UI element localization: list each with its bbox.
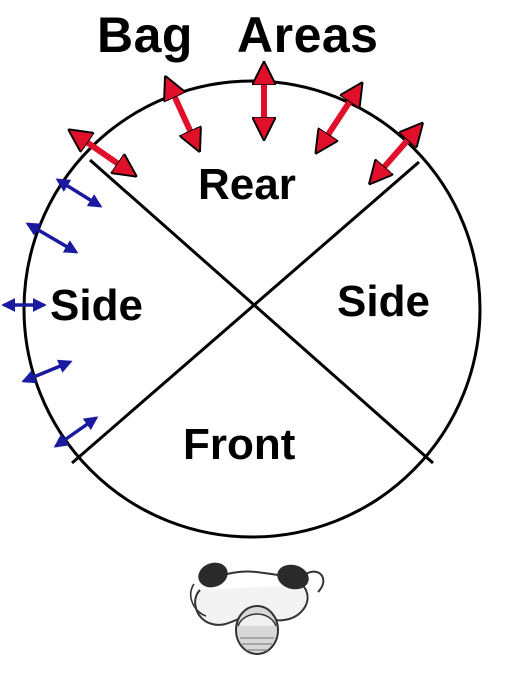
side-arrow	[53, 416, 99, 448]
divider-line-a	[89, 158, 434, 465]
side-arrows	[1, 178, 103, 448]
side-arrow	[21, 359, 73, 384]
rear-arrow	[167, 80, 198, 148]
side-arrow	[55, 178, 103, 208]
title-word-areas: Areas	[237, 7, 379, 63]
rear-arrow	[318, 86, 360, 150]
divider-line-b	[71, 160, 420, 465]
rear-arrows	[72, 66, 420, 181]
region-label-side-left: Side	[50, 281, 143, 330]
rear-arrow	[72, 132, 133, 174]
region-label-side-right: Side	[337, 277, 430, 326]
side-arrow	[25, 222, 79, 254]
region-label-rear: Rear	[198, 160, 296, 209]
title-word-bag: Bag	[97, 7, 193, 63]
rear-arrow	[372, 126, 420, 181]
region-label-front: Front	[183, 420, 296, 469]
boxer-top-view-icon	[190, 562, 325, 655]
